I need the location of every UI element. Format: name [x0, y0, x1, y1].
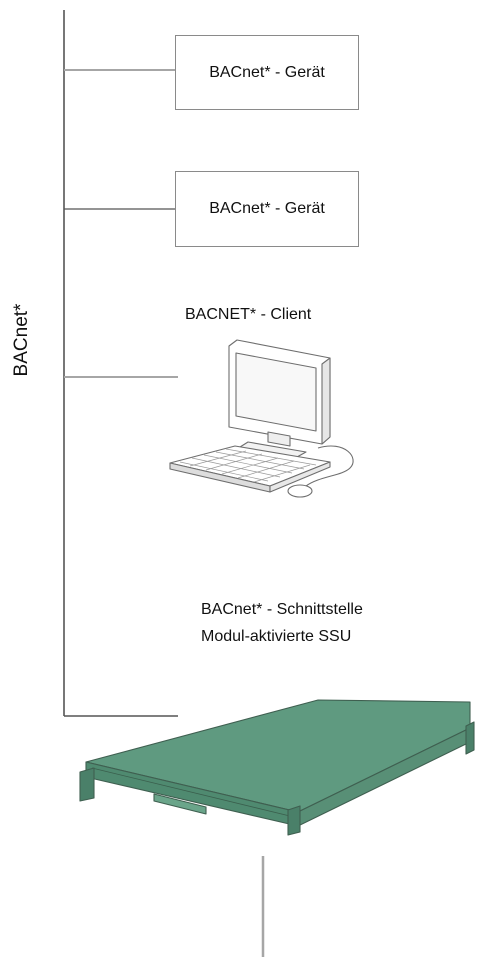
- bacnet-device-box-2: BACnet* - Gerät: [175, 171, 359, 247]
- desktop-computer-icon: [169, 339, 354, 498]
- bacnet-device-label-1: BACnet* - Gerät: [209, 63, 325, 81]
- bacnet-device-label-2: BACnet* - Gerät: [209, 200, 325, 217]
- bacnet-device-box-1: BACnet* - Gerät: [175, 35, 359, 110]
- client-label: BACNET* - Client: [185, 306, 312, 323]
- interface-label-line-2: Modul-aktivierte SSU: [201, 628, 352, 645]
- bus-label: BACnet*: [11, 303, 32, 377]
- interface-label-line-1: BACnet* - Schnittstelle: [201, 601, 363, 618]
- rack-unit-icon: [79, 699, 475, 836]
